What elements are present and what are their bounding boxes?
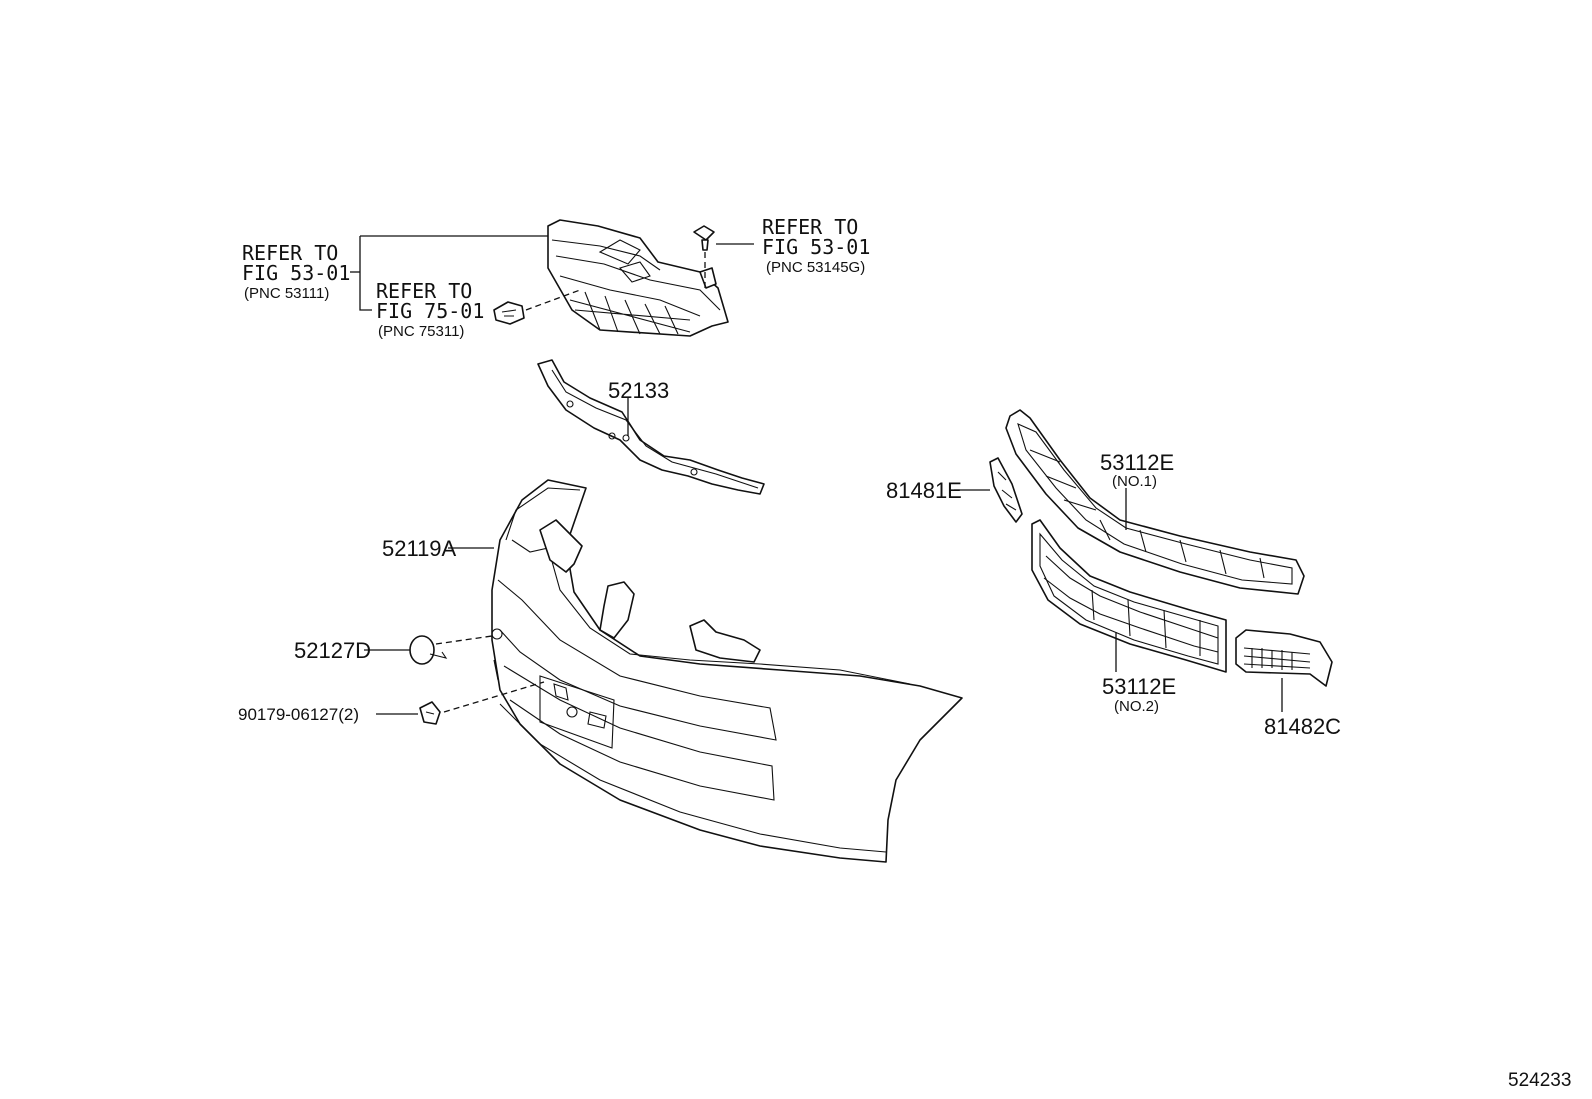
grille-53112e-no1-illustration	[1005, 409, 1305, 595]
clip-illustration	[693, 225, 715, 251]
emblem-illustration	[493, 301, 525, 325]
callout-line-1: REFER TO	[242, 241, 338, 265]
part-number-52119a: 52119A	[382, 536, 457, 561]
callout-line-3: (PNC 75311)	[378, 323, 464, 340]
callout-line-1: REFER TO	[376, 279, 472, 303]
part-number-90179: 90179-06127(2)	[238, 705, 359, 724]
callout-line-2: FIG 53-01	[242, 261, 350, 285]
part-number-53112e-no1: 53112E	[1100, 450, 1174, 475]
illustration-id: 524233	[1508, 1070, 1571, 1091]
part-number-52133: 52133	[608, 378, 669, 403]
part-number-81482c: 81482C	[1264, 714, 1341, 739]
part-note-no2: (NO.2)	[1114, 698, 1159, 715]
callout-line-2: FIG 53-01	[762, 235, 870, 259]
part-number-81481e: 81481E	[886, 478, 962, 503]
cap-52127d-illustration	[409, 635, 448, 665]
nut-90179-illustration	[419, 701, 441, 725]
callout-refer-53145g: REFER TO FIG 53-01 (PNC 53145G)	[762, 215, 870, 276]
radiator-grille-illustration	[547, 219, 729, 337]
callout-refer-53111: REFER TO FIG 53-01 (PNC 53111)	[242, 241, 350, 302]
callout-line-1: REFER TO	[762, 215, 858, 239]
callout-refer-75311: REFER TO FIG 75-01 (PNC 75311)	[376, 279, 484, 340]
grille-53112e-no2-illustration	[1031, 519, 1227, 673]
cover-81481e-illustration	[989, 457, 1023, 523]
bumper-reinforcement-illustration	[537, 359, 765, 495]
bumper-cover-illustration	[491, 479, 963, 863]
part-number-52127d: 52127D	[294, 638, 371, 663]
part-note-no1: (NO.1)	[1112, 473, 1157, 490]
cover-81482c-illustration	[1235, 629, 1333, 687]
callout-line-2: FIG 75-01	[376, 299, 484, 323]
part-number-53112e-no2: 53112E	[1102, 674, 1176, 699]
callout-line-3: (PNC 53145G)	[766, 259, 865, 276]
callout-line-3: (PNC 53111)	[244, 285, 329, 302]
